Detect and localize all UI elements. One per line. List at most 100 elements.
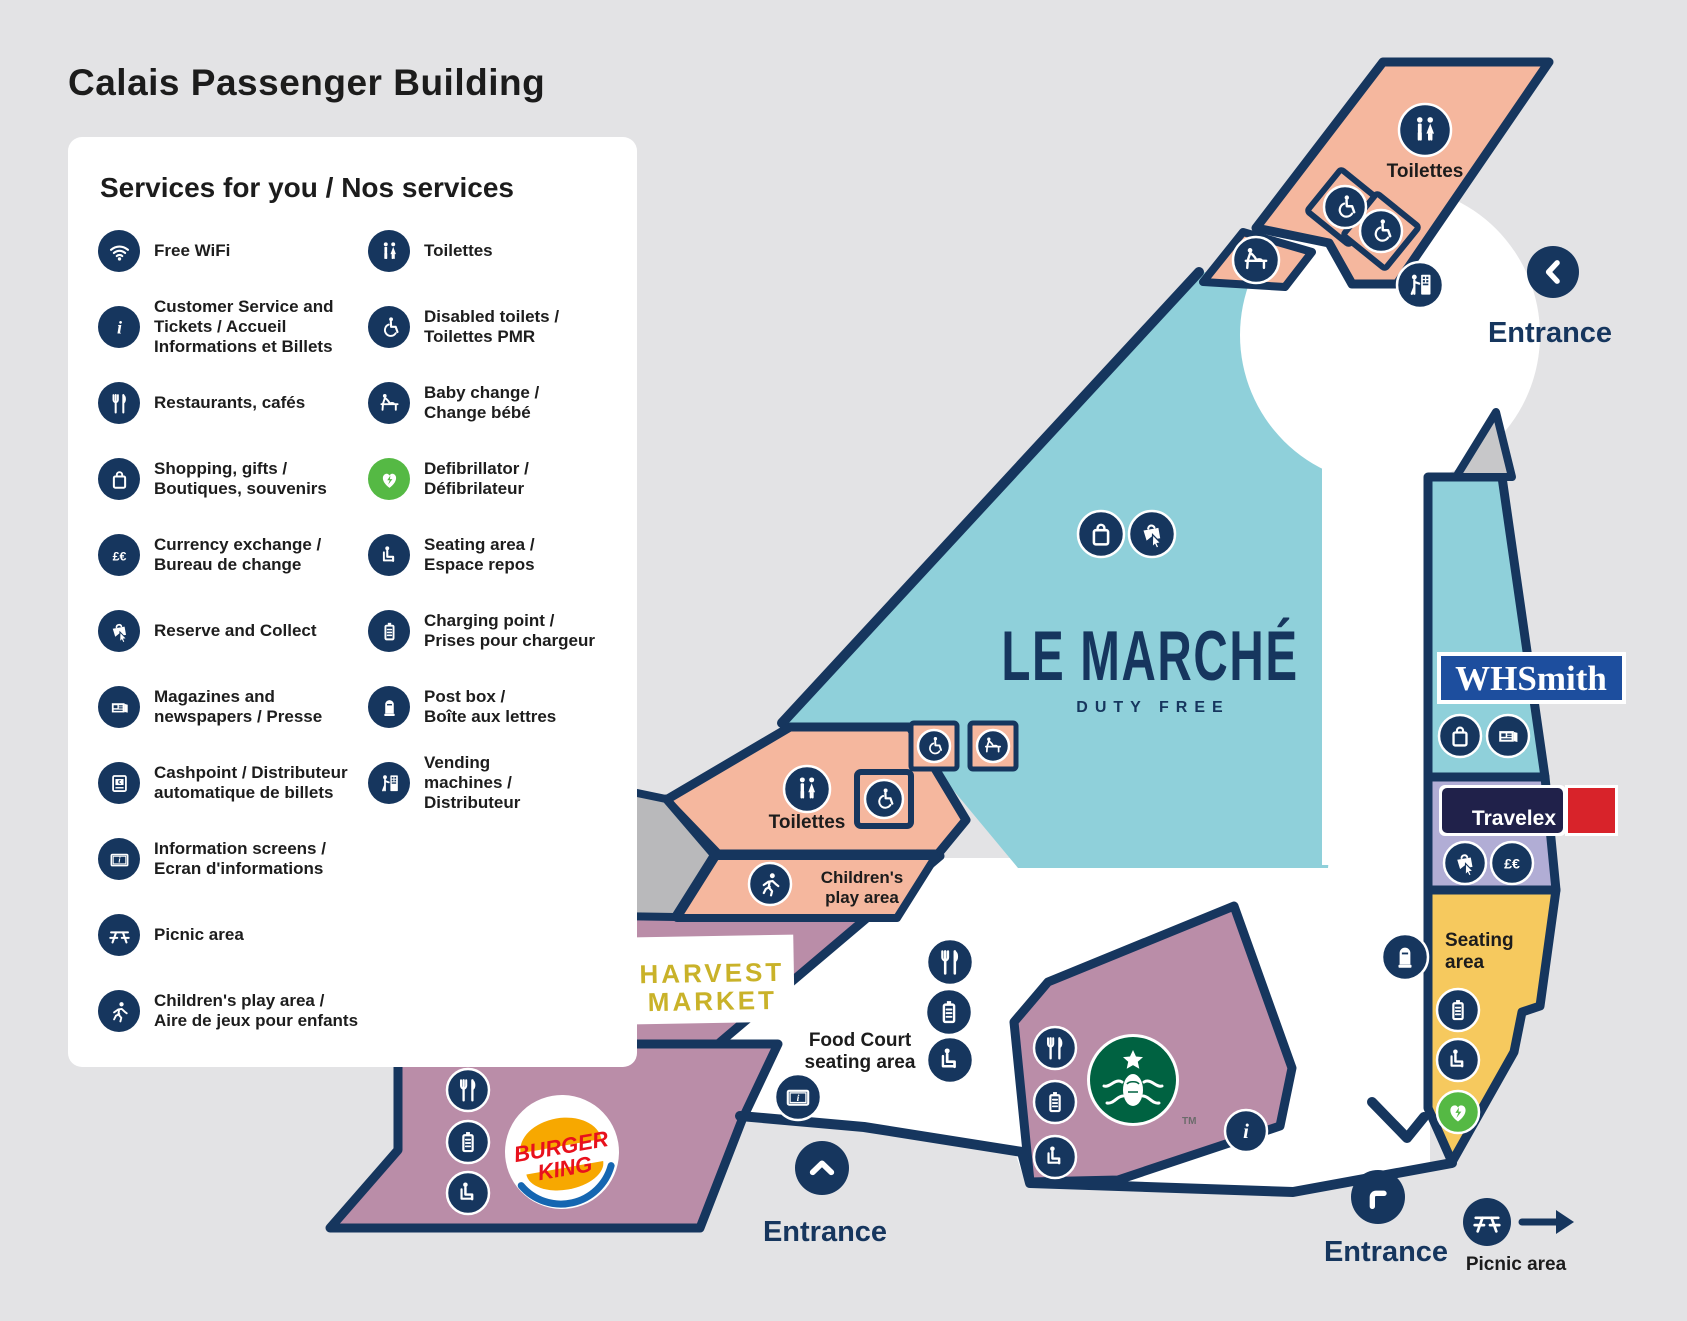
legend-item: Children's play area /Aire de jeux pour … [98, 973, 368, 1049]
picnic-area-icon [1463, 1198, 1511, 1246]
post-box-icon [1380, 932, 1430, 982]
legend-item-label: Baby change /Change bébé [424, 383, 540, 422]
vending-machines-icon [1395, 260, 1445, 310]
info-screens-icon [98, 838, 140, 880]
legend-item: Post box /Boîte aux lettres [368, 669, 628, 745]
currency-icon [98, 534, 140, 576]
travelex-logo: Travelex [1439, 785, 1618, 836]
toilets-icon [1397, 102, 1453, 158]
restaurants-icon [98, 382, 140, 424]
food-court-label: Food Court [809, 1030, 912, 1051]
seating-icon [925, 1035, 975, 1085]
toilettes-mid-label: Toilettes [769, 812, 846, 833]
south-wall [735, 1111, 1457, 1197]
legend-item-label: Children's play area /Aire de jeux pour … [154, 991, 359, 1030]
legend-item: Shopping, gifts /Boutiques, souvenirs [98, 441, 368, 517]
shopping-icon [98, 458, 140, 500]
picnic-area-label: Picnic area [1466, 1254, 1567, 1275]
page-title: Calais Passenger Building [68, 62, 546, 103]
legend-item-label: Seating area /Espace repos [424, 535, 535, 574]
legend-item-label: Free WiFi [154, 241, 231, 260]
entrance-top-right-label: Entrance [1488, 317, 1612, 349]
starbucks-logo: TM [1087, 1034, 1196, 1127]
charging-point-icon [924, 987, 974, 1037]
legend-item-label: Shopping, gifts /Boutiques, souvenirs [154, 459, 327, 498]
magazines-icon [98, 686, 140, 728]
svg-text:TM: TM [1182, 1116, 1196, 1127]
zone-children-play [673, 852, 940, 922]
food-court-label: seating area [805, 1052, 916, 1073]
restaurant-icon [1032, 1025, 1078, 1071]
seating-area-label: area [1445, 952, 1485, 973]
seating-icon [445, 1170, 491, 1216]
baby-change-icon [368, 382, 410, 424]
legend-item-label: Charging point /Prises pour chargeur [424, 611, 596, 650]
baby-change-icon [975, 728, 1011, 764]
svg-text:LE MARCHÉ: LE MARCHÉ [1001, 615, 1298, 695]
legend-title: Services for you / Nos services [100, 172, 514, 203]
restaurant-icon [445, 1067, 491, 1113]
legend-column-right: Toilettes Disabled toilets /Toilettes PM… [368, 213, 628, 821]
disabled-toilet-icon [1322, 184, 1368, 230]
whsmith-logo: WHSmith [1437, 652, 1626, 704]
harvest-market-logo: HARVEST MARKET [629, 934, 795, 1025]
picnic-icon [98, 914, 140, 956]
legend-item-label: Toilettes [424, 241, 493, 260]
toilets-icon [782, 764, 832, 814]
postbox-icon [368, 686, 410, 728]
baby-change-icon [1231, 235, 1281, 285]
legend-item: Restaurants, cafés [98, 365, 368, 441]
seating-area-label: Seating [1445, 930, 1514, 951]
legend-item-label: Reserve and Collect [154, 621, 317, 640]
zone-gray-triangle [1452, 408, 1516, 481]
entrance-arrow-icon [1527, 246, 1579, 298]
svg-text:MARKET: MARKET [648, 985, 778, 1017]
vending-icon [368, 762, 410, 804]
customer-service-icon [1223, 1108, 1269, 1154]
children-play-icon [747, 861, 793, 907]
toilets-icon [368, 230, 410, 272]
legend-item: Information screens /Ecran d'information… [98, 821, 368, 897]
children-play-icon [98, 990, 140, 1032]
children-play-label: Children's [821, 868, 903, 887]
legend-item: Picnic area [98, 897, 368, 973]
legend-item-label: Defibrillator /Défibrilateur [424, 459, 529, 498]
disabled-toilet-icon [916, 728, 952, 764]
disabled-toilet-icon [863, 778, 905, 820]
legend-item: Free WiFi [98, 213, 368, 289]
svg-text:HARVEST: HARVEST [639, 957, 784, 990]
restaurant-icon [925, 937, 975, 987]
reserve-and-collect-icon [1442, 840, 1488, 886]
burger-king-logo: BURGER KING [505, 1095, 619, 1209]
svg-text:DUTY FREE: DUTY FREE [1076, 699, 1229, 716]
charging-icon [368, 610, 410, 652]
legend-item: Reserve and Collect [98, 593, 368, 669]
svg-text:WHSmith: WHSmith [1455, 659, 1607, 698]
reserve-collect-icon [98, 610, 140, 652]
legend-item: Currency exchange /Bureau de change [98, 517, 368, 593]
entrance-arrow-icon [1351, 1170, 1405, 1224]
entrance-bottom-right-label: Entrance [1324, 1236, 1448, 1268]
defibrillator-icon [368, 458, 410, 500]
reserve-and-collect-icon [1127, 509, 1177, 559]
seating-icon [1032, 1134, 1078, 1180]
legend-item: Seating area /Espace repos [368, 517, 628, 593]
toilettes-top-label: Toilettes [1387, 161, 1464, 182]
legend-item: Toilettes [368, 213, 628, 289]
information-screen-icon [773, 1072, 823, 1122]
legend-item-label: Currency exchange /Bureau de change [154, 535, 322, 574]
children-play-label: play area [825, 888, 899, 907]
legend-item-label: Post box /Boîte aux lettres [424, 687, 557, 726]
legend-item: Charging point /Prises pour chargeur [368, 593, 628, 669]
legend-item: Defibrillator /Défibrilateur [368, 441, 628, 517]
legend-item-label: Picnic area [154, 925, 244, 944]
seating-icon [1435, 1037, 1481, 1083]
charging-point-icon [1032, 1079, 1078, 1125]
legend-item: Baby change /Change bébé [368, 365, 628, 441]
